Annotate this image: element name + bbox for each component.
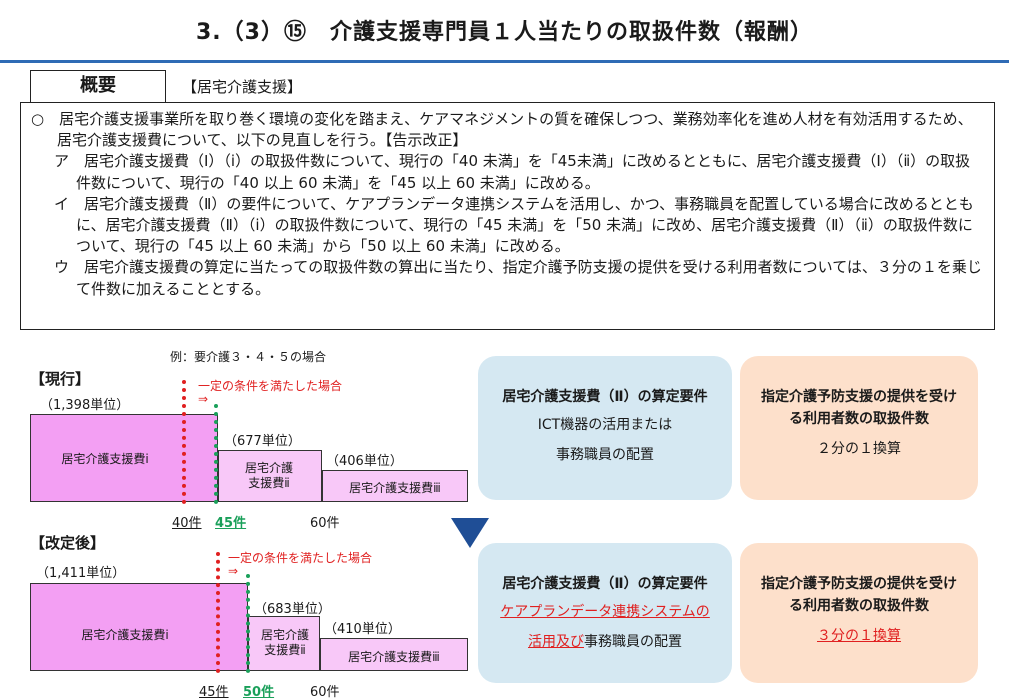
down-triangle-icon [451,518,489,548]
current-bar-ii [218,450,322,502]
revised-bar-i [30,583,248,671]
revised-unit-3: （410単位） [324,622,401,637]
current-requirement-card: 居宅介護支援費（Ⅱ）の算定要件 ICT機器の活用または 事務職員の配置 [478,356,732,500]
current-prevention-card: 指定介護予防支援の提供を受け る利用者数の取扱件数 ２分の１換算 [740,356,978,500]
revised-line-45 [216,552,220,673]
revised-bar-iii-label: 居宅介護支援費ⅲ [348,650,440,664]
revised-line-50 [246,574,250,673]
revised-requirement-line-2b: 事務職員の配置 [584,634,682,650]
revised-prevention-title-2: る利用者数の取扱件数 [789,598,929,614]
revised-heading: 【改定後】 [30,534,106,552]
current-tick-60: 60件 [310,516,340,531]
summary-line-a: ア 居宅介護支援費（Ⅰ）（ⅰ）の取扱件数について、現行の「40 未満」を「45未… [54,152,971,192]
revised-requirement-line-2a: 活用及び [528,634,584,650]
current-prevention-title-2: る利用者数の取扱件数 [789,411,929,427]
revised-requirement-line-1: ケアプランデータ連携システムの [500,604,710,620]
current-requirement-line-2: 事務職員の配置 [556,447,654,463]
summary-line-i: イ 居宅介護支援費（Ⅱ）の要件について、ケアプランデータ連携システムを活用し、か… [54,194,974,256]
revised-prevention-title-1: 指定介護予防支援の提供を受け [761,576,957,592]
current-tick-45: 45件 [215,516,247,531]
current-line-45 [214,404,218,504]
current-unit-2: （677単位） [224,434,301,449]
current-requirement-line-1: ICT機器の活用または [537,417,673,433]
current-arrow-icon: ⇒ [198,392,209,406]
title-divider [0,60,1009,63]
revised-requirement-title: 居宅介護支援費（Ⅱ）の算定要件 [502,576,708,592]
revised-bar-ii-label: 居宅介護 支援費ⅱ [252,628,318,658]
revised-condition-text: 一定の条件を満たした場合 [228,551,373,565]
summary-line-main: ○ 居宅介護支援事業所を取り巻く環境の変化を踏まえ、ケアマネジメントの質を確保し… [31,110,973,150]
current-prevention-body: ２分の１換算 [817,441,901,457]
current-tick-40: 40件 [172,516,202,531]
current-bar-ii-label: 居宅介護 支援費ⅱ [224,461,314,491]
current-unit-3: （406単位） [326,454,403,469]
revised-requirement-line-2: 活用及び事務職員の配置 [478,627,732,657]
overview-category: 【居宅介護支援】 [182,78,303,96]
page-title: 3.（3）⑮ 介護支援専門員１人当たりの取扱件数（報酬） [196,20,813,45]
revised-unit-2: （683単位） [254,602,331,617]
example-note: 例：要介護３・４・５の場合 [170,350,327,364]
current-bar-iii [322,470,468,502]
current-bar-ii-label-2: 支援費ⅱ [248,476,290,490]
current-bar-i [30,414,218,502]
revised-arrow-icon: ⇒ [228,564,239,578]
summary-line-u: ウ 居宅介護支援費の算定に当たっての取扱件数の算出に当たり、指定介護予防支援の提… [54,258,982,298]
revised-bar-iii [320,638,468,671]
revised-bar-i-label: 居宅介護支援費ⅰ [81,628,169,642]
revised-prevention-body: ３分の１換算 [817,628,901,644]
revised-prevention-card: 指定介護予防支援の提供を受け る利用者数の取扱件数 ３分の１換算 [740,543,978,683]
revised-unit-1: （1,411単位） [36,566,126,581]
current-requirement-title: 居宅介護支援費（Ⅱ）の算定要件 [502,389,708,405]
revised-requirement-card: 居宅介護支援費（Ⅱ）の算定要件 ケアプランデータ連携システムの 活用及び事務職員… [478,543,732,683]
overview-summary: ○ 居宅介護支援事業所を取り巻く環境の変化を踏まえ、ケアマネジメントの質を確保し… [20,102,995,330]
revised-tick-50: 50件 [243,685,275,700]
current-unit-1: （1,398単位） [40,398,130,413]
current-bar-iii-label: 居宅介護支援費ⅲ [349,481,441,495]
revised-bar-ii-label-1: 居宅介護 [260,628,309,642]
current-line-40 [182,380,186,504]
revised-tick-45: 45件 [199,685,229,700]
current-prevention-title-1: 指定介護予防支援の提供を受け [761,389,957,405]
revised-bar-ii-label-2: 支援費ⅱ [264,643,306,657]
current-bar-ii-label-1: 居宅介護 [244,461,293,475]
current-condition-text: 一定の条件を満たした場合 [198,379,343,393]
overview-label: 概要 [30,70,166,102]
current-heading: 【現行】 [30,370,91,388]
current-bar-i-label: 居宅介護支援費ⅰ [61,452,149,466]
revised-tick-60: 60件 [310,685,340,700]
